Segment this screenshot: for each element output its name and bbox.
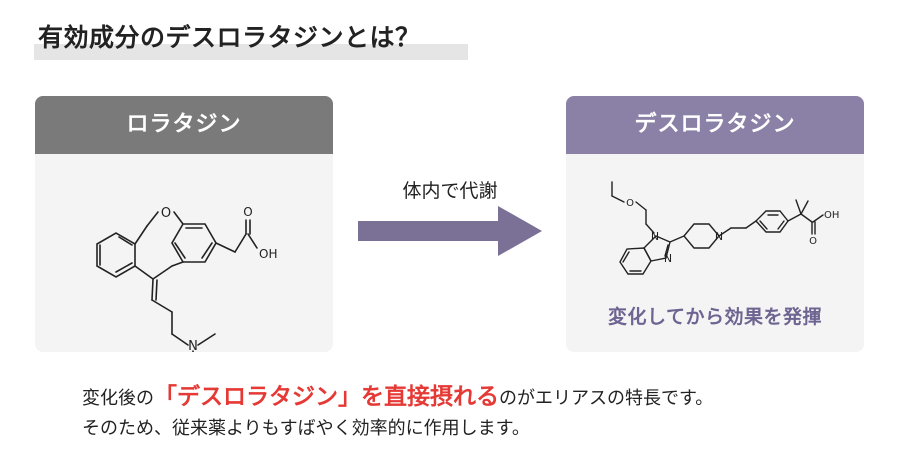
bottom-line1-post: のがエリアスの特長です。 [499, 388, 714, 409]
desloratadine-atom-o: O [626, 198, 634, 209]
desloratadine-header: デスロラタジン [566, 96, 864, 154]
loratadine-atom-n: N [188, 339, 198, 352]
desloratadine-atom-n3: N [715, 230, 723, 243]
desloratadine-atom-o2: O [809, 236, 817, 247]
metabolism-label: 体内で代謝 [402, 180, 498, 202]
bottom-description: 変化後の「デスロラタジン」を直接摂れるのがエリアスの特長です。 そのため、従来薬… [82, 382, 713, 444]
title-highlight [34, 44, 468, 60]
loratadine-atom-o2: O [243, 205, 252, 219]
desloratadine-atom-oh: OH [824, 210, 839, 221]
desloratadine-structure: O N N N O OH [611, 181, 839, 275]
loratadine-structure: O O OH N [96, 205, 277, 352]
metabolism-arrow [358, 206, 542, 256]
bottom-line1-emphasis: 「デスロラタジン」を直接摂れる [154, 384, 499, 410]
title-block: 有効成分のデスロラタジンとは？ [34, 18, 468, 60]
loratadine-card: ロラタジン [35, 96, 333, 352]
loratadine-header: ロラタジン [35, 96, 333, 154]
desloratadine-atom-n2: N [664, 252, 672, 265]
desloratadine-caption: 変化してから効果を発揮 [608, 306, 822, 328]
desloratadine-card: デスロラタジン [566, 96, 864, 352]
bottom-line-2: そのため、従来薬よりもすばやく効率的に作用します。 [82, 418, 530, 439]
loratadine-atom-o: O [161, 206, 171, 221]
desloratadine-atom-n1: N [651, 230, 659, 243]
loratadine-atom-oh: OH [259, 247, 277, 261]
page-title: 有効成分のデスロラタジンとは？ [38, 23, 421, 52]
bottom-line1-pre: 変化後の [82, 388, 154, 409]
bottom-line-1: 変化後の「デスロラタジン」を直接摂れるのがエリアスの特長です。 [82, 382, 713, 414]
